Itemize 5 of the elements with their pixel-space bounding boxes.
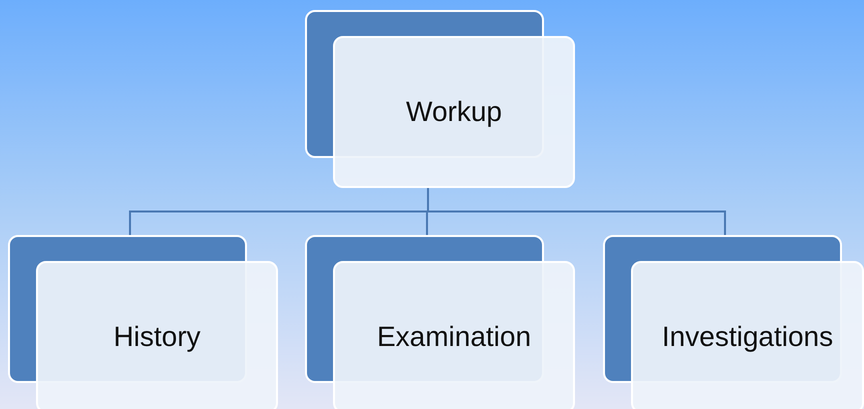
connector-line: [427, 188, 726, 235]
node-label: Workup: [406, 96, 502, 128]
node-label: Examination: [376, 321, 532, 353]
node-label: Investigations: [662, 321, 834, 353]
node-label: History: [113, 321, 201, 353]
